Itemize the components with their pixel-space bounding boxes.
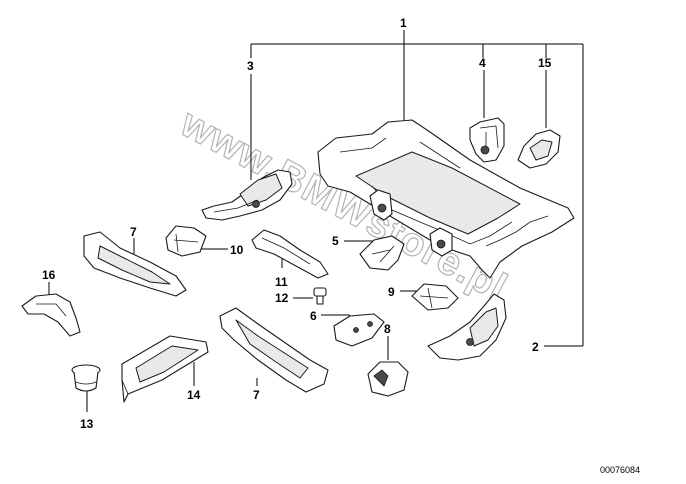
part-plug-13 — [71, 364, 101, 392]
callout-13: 13 — [80, 417, 94, 431]
part-reinforcement-5 — [359, 235, 405, 271]
callout-1: 1 — [400, 16, 407, 30]
callout-2: 2 — [532, 340, 539, 354]
part-mount-8 — [367, 361, 409, 397]
leader-lines — [48, 30, 584, 412]
part-rear-floor-pan — [317, 119, 575, 279]
part-bracket-4 — [469, 117, 505, 163]
part-bracket-15 — [517, 129, 561, 169]
part-bracket-plate-6 — [333, 313, 385, 347]
part-bolt-12 — [313, 287, 327, 305]
part-tray-14 — [121, 335, 209, 403]
part-bracket-16 — [21, 293, 81, 337]
callout-10: 10 — [230, 243, 244, 257]
callout-12: 12 — [275, 291, 289, 305]
callout-8: 8 — [384, 322, 391, 336]
callout-16: 16 — [42, 268, 56, 282]
callout-4: 4 — [479, 56, 486, 70]
callout-7-lower: 7 — [253, 388, 260, 402]
callout-7-upper: 7 — [130, 225, 137, 239]
part-wheelhouse-bracket-right — [427, 293, 507, 361]
callout-3: 3 — [247, 59, 254, 73]
callout-14: 14 — [187, 388, 201, 402]
callout-5: 5 — [332, 234, 339, 248]
callout-6: 6 — [310, 309, 317, 323]
part-longitudinal-member-lower — [219, 307, 329, 393]
diagram-reference-number: 00076084 — [600, 465, 640, 475]
part-wheelhouse-bracket-left — [201, 169, 293, 221]
callout-9: 9 — [388, 285, 395, 299]
callout-labels: 1 2 3 4 5 6 7 7 8 9 10 11 12 13 14 15 16 — [42, 16, 552, 431]
callout-11: 11 — [275, 275, 288, 289]
part-longitudinal-member-upper — [83, 231, 187, 297]
part-bracket-9 — [411, 283, 459, 311]
part-strut-11 — [251, 229, 329, 279]
part-bracket-10 — [165, 225, 207, 257]
callout-15: 15 — [538, 56, 552, 70]
